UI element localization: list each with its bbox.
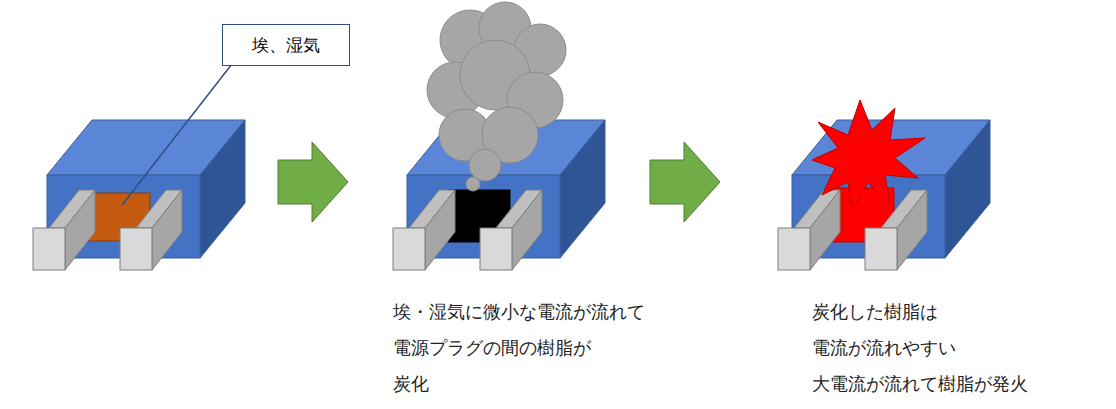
caption-line: 電流が流れやすい [812,336,956,360]
fire-burst [812,100,925,210]
smoke-cloud [427,2,566,191]
green-arrow [278,142,348,222]
green-arrow [650,142,720,222]
caption-line: 電源プラグの間の樹脂が [393,336,591,360]
caption-line: 埃・湿気に微小な電流が流れて [393,300,645,324]
leader-line [122,64,232,205]
plug-dust [33,120,245,270]
caption-line: 大電流が流れて樹脂が発火 [812,372,1028,396]
caption-line: 炭化した樹脂は [812,300,938,324]
callout-box: 埃、湿気 [222,24,350,66]
callout-text: 埃、湿気 [252,34,320,57]
caption-line: 炭化 [393,372,429,396]
